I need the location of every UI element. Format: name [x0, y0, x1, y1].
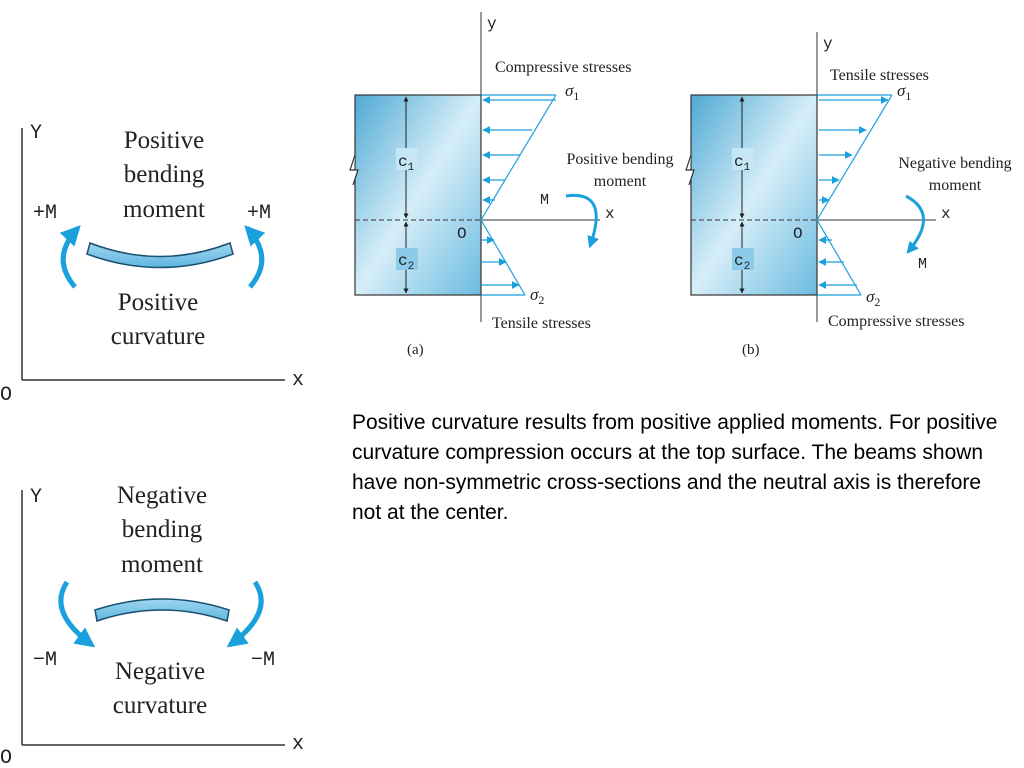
- sigma1-label: σ1: [565, 81, 579, 103]
- curvature-line-1: Negative: [115, 658, 205, 685]
- compressive-stress-arrows: [482, 96, 556, 204]
- moment-label-line-1: Positive bending: [566, 151, 673, 168]
- moment-symbol: M: [540, 192, 549, 209]
- x-axis-label: x: [941, 205, 951, 223]
- c2-label: c2: [734, 252, 750, 273]
- stress-line-tensile: [480, 219, 526, 296]
- panel-a: y Compressive stresses c1 c2 x O: [349, 12, 674, 358]
- moment-left-label: −M: [33, 649, 57, 672]
- curved-beam-icon: [86, 242, 234, 269]
- origin-label: O: [457, 225, 467, 243]
- moment-arrow-right-icon: [244, 225, 266, 289]
- moment-label-line-2: moment: [929, 177, 982, 194]
- tensile-stress-arrows: [819, 96, 889, 204]
- y-axis-label: y: [823, 35, 833, 53]
- moment-arrow-left-icon: [59, 225, 81, 289]
- tensile-stress-arrows: [481, 236, 520, 289]
- c1-label: c1: [398, 153, 415, 174]
- y-axis-label: Y: [30, 122, 42, 145]
- top-stress-label: Compressive stresses: [495, 59, 631, 76]
- moment-arrow-icon: [905, 194, 925, 254]
- curvature-line-1: Positive: [118, 289, 199, 316]
- panel-label: (b): [742, 342, 760, 358]
- negative-bending-panel: Y x O Negative bending moment −M −M Nega…: [0, 482, 304, 768]
- x-axis-label: x: [605, 205, 615, 223]
- stress-line-tensile: [816, 94, 893, 221]
- moment-symbol: M: [918, 256, 927, 273]
- c2-label: c2: [398, 252, 414, 273]
- break-mark-icon: [685, 154, 695, 186]
- y-axis-label: Y: [30, 486, 42, 509]
- moment-arrow-right-icon: [226, 580, 264, 648]
- sigma2-label: σ2: [866, 287, 880, 309]
- moment-right-label: +M: [247, 202, 271, 225]
- stress-line-compressive: [480, 94, 557, 221]
- sigma2-label: σ2: [530, 285, 544, 307]
- panel-label: (a): [407, 342, 424, 358]
- sigma1-label: σ1: [897, 81, 911, 103]
- title-line-1: Positive: [124, 127, 205, 154]
- break-mark-icon: [349, 154, 359, 186]
- x-axis-label: x: [292, 369, 304, 392]
- moment-right-label: −M: [251, 649, 275, 672]
- curvature-line-2: curvature: [113, 692, 207, 719]
- moment-arrow-left-icon: [58, 580, 96, 648]
- curved-beam-icon: [94, 598, 230, 622]
- bottom-stress-label: Compressive stresses: [828, 313, 964, 330]
- c1-label: c1: [734, 153, 751, 174]
- x-axis-label: x: [292, 733, 304, 756]
- bottom-stress-label: Tensile stresses: [492, 315, 591, 332]
- moment-arrow-icon: [565, 193, 599, 249]
- caption-paragraph: Positive curvature results from positive…: [352, 411, 998, 524]
- origin-label: O: [0, 747, 12, 768]
- y-axis-label: y: [487, 15, 497, 33]
- title-line-2: bending: [122, 516, 203, 543]
- title-line-1: Negative: [117, 482, 207, 509]
- moment-label-line-1: Negative bending: [898, 155, 1011, 172]
- title-line-3: moment: [123, 196, 205, 223]
- stress-line-compressive: [816, 219, 862, 296]
- moment-left-label: +M: [33, 202, 57, 225]
- moment-label-line-2: moment: [594, 173, 647, 190]
- positive-bending-panel: Y x O Positive bending moment +M +M Posi…: [0, 122, 304, 407]
- compressive-stress-arrows: [818, 236, 857, 289]
- title-line-3: moment: [121, 551, 203, 578]
- origin-label: O: [0, 384, 12, 407]
- top-stress-label: Tensile stresses: [830, 67, 929, 84]
- panel-b: y Tensile stresses c1 c2 x O σ1: [685, 32, 1012, 358]
- origin-label: O: [793, 225, 803, 243]
- curvature-line-2: curvature: [111, 323, 205, 350]
- title-line-2: bending: [124, 161, 205, 188]
